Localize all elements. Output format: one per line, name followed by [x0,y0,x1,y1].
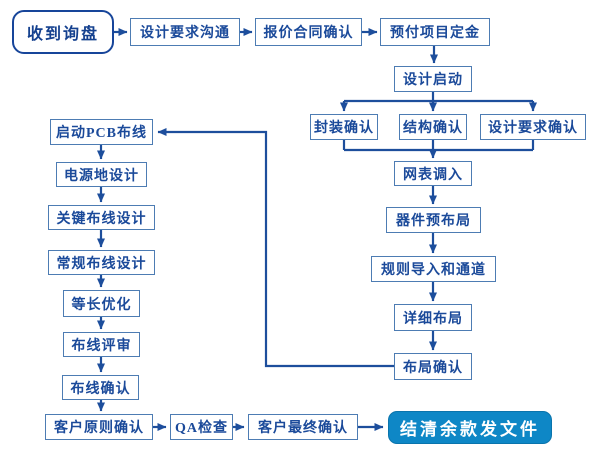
node-design-kickoff: 设计启动 [394,66,472,92]
node-quote-contract-confirmation: 报价合同确认 [255,18,362,46]
node-component-preplacement: 器件预布局 [386,207,481,233]
node-critical-routing-design: 关键布线设计 [48,205,155,230]
node-package-confirmation: 封装确认 [310,114,378,140]
node-settle-balance-and-deliver-files: 结清余款发文件 [388,411,552,444]
node-qa-check: QA检查 [170,414,233,440]
node-power-ground-design: 电源地设计 [56,162,147,187]
node-routing-confirmation: 布线确认 [62,375,139,400]
node-start-pcb-routing: 启动PCB布线 [50,119,153,145]
node-structure-confirmation: 结构确认 [399,114,467,140]
node-customer-principle-confirmation: 客户原则确认 [45,414,153,440]
node-received-inquiry: 收到询盘 [12,10,114,54]
node-regular-routing-design: 常规布线设计 [48,250,155,275]
node-routing-review: 布线评审 [63,332,140,357]
node-length-matching-optimization: 等长优化 [63,290,140,317]
node-customer-final-confirmation: 客户最终确认 [248,414,358,440]
node-placement-confirmation: 布局确认 [394,353,472,380]
node-project-deposit-prepayment: 预付项目定金 [380,18,490,46]
node-rule-import-and-channels: 规则导入和通道 [371,256,496,282]
node-design-requirement-communication: 设计要求沟通 [130,18,240,46]
node-design-requirement-confirmation: 设计要求确认 [480,114,586,140]
node-detailed-placement: 详细布局 [394,304,472,331]
node-netlist-import: 网表调入 [394,161,472,186]
